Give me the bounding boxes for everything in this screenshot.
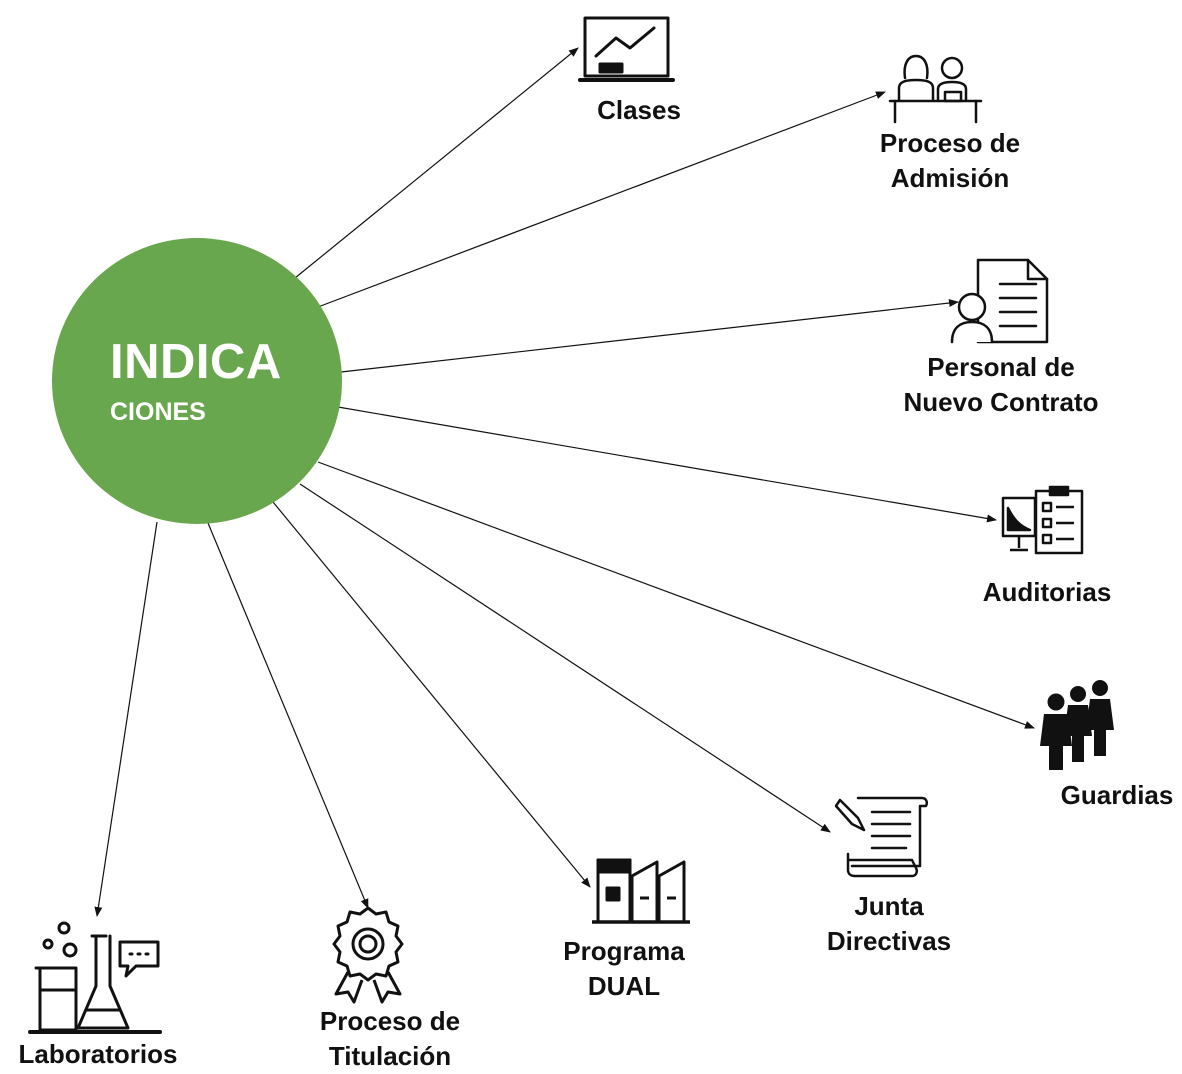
node-label-dual: Programa DUAL [563, 934, 684, 1004]
node-label-guardias-line1: Guardias [1060, 780, 1174, 810]
node-label-titulacion-line2: Titulación [328, 1041, 452, 1071]
connector-titulacion [207, 522, 369, 909]
connector-admision [317, 91, 886, 308]
node-label-titulacion-line1: Proceso de [319, 1006, 461, 1036]
node-label-auditorias-line1: Auditorias [982, 577, 1112, 607]
node-label-laboratorios: Laboratorios [19, 1037, 178, 1072]
node-label-admision-line1: Proceso de [879, 128, 1021, 158]
node-label-dual-line2: DUAL [587, 971, 661, 1001]
node-label-personal-line2: Nuevo Contrato [903, 387, 1099, 417]
connector-auditorias [337, 406, 997, 523]
node-label-laboratorios-line1: Laboratorios [18, 1039, 178, 1069]
node-label-admision-line2: Admisión [890, 163, 1010, 193]
connector-laboratorios [94, 521, 158, 917]
node-label-personal: Personal de Nuevo Contrato [904, 350, 1099, 420]
connector-personal [340, 299, 959, 373]
interview-desk-icon [888, 54, 983, 124]
node-label-admision: Proceso de Admisión [880, 126, 1020, 196]
node-label-dual-line1: Programa [563, 936, 685, 966]
hub-subtitle: CIONES [110, 398, 206, 426]
binders-icon [592, 858, 690, 924]
connector-guardias [317, 461, 1035, 729]
connector-clases [294, 47, 579, 279]
node-label-clases-line1: Clases [597, 95, 681, 125]
chalkboard-chart-icon [578, 16, 675, 82]
resume-document-icon [950, 258, 1049, 344]
hub-title: INDICA [110, 335, 282, 389]
node-label-guardias: Guardias [1061, 778, 1174, 813]
node-label-junta: Junta Directivas [827, 889, 951, 959]
node-label-junta-line2: Directivas [826, 926, 952, 956]
node-label-titulacion: Proceso de Titulación [320, 1004, 460, 1074]
connector-junta [299, 483, 831, 833]
node-label-auditorias: Auditorias [983, 575, 1112, 610]
node-label-junta-line1: Junta [854, 891, 924, 921]
node-label-clases: Clases [597, 93, 681, 128]
central-hub-circle [52, 238, 342, 524]
lab-flasks-icon [28, 921, 162, 1034]
people-queue-icon [1040, 680, 1114, 770]
award-ribbon-icon [332, 906, 404, 1004]
connector-dual [272, 501, 591, 888]
monitor-checklist-icon [1001, 485, 1084, 555]
node-label-personal-line1: Personal de [927, 352, 1075, 382]
scroll-quill-icon [834, 796, 929, 878]
